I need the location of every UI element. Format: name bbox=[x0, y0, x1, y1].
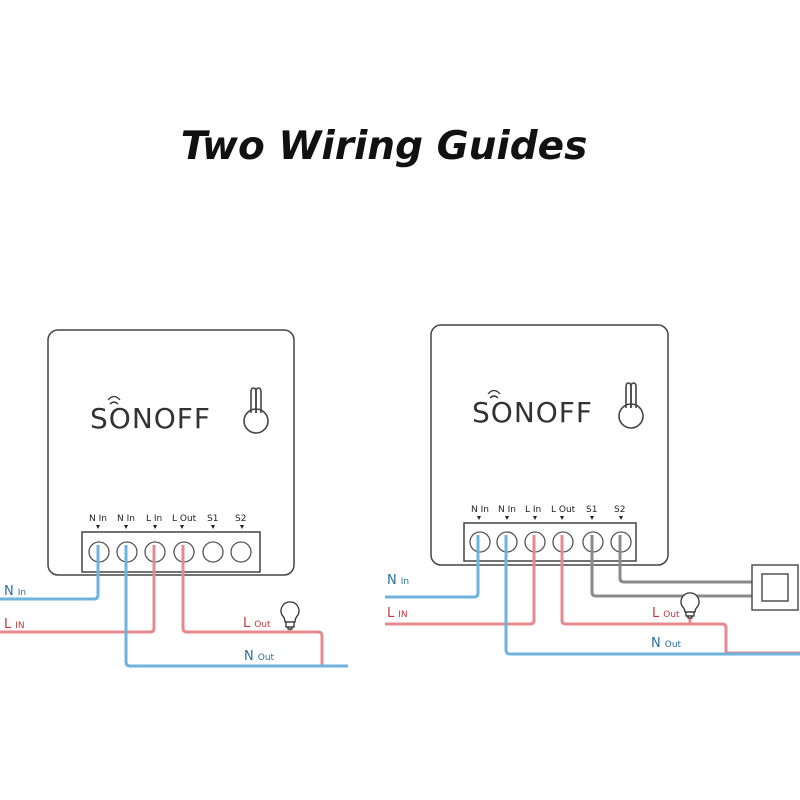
guide-left: SONOFF N In N In L In L Out S1 S2 bbox=[0, 329, 348, 668]
terminal-screws-left bbox=[88, 541, 252, 563]
terminal-label: N In bbox=[117, 514, 135, 524]
terminal-block-right bbox=[463, 522, 637, 562]
brand-logo-left: SONOFF bbox=[90, 402, 211, 435]
wifi-icon bbox=[487, 389, 501, 399]
bulb-icon bbox=[680, 592, 700, 619]
guide-right: SONOFF N In N In L In L Out S1 S2 bbox=[385, 324, 800, 656]
terminal-labels-right: N In N In L In L Out S1 S2 bbox=[471, 505, 625, 520]
wire-l-in-right bbox=[385, 535, 536, 626]
wire-n-out-left bbox=[124, 545, 348, 668]
terminal-label: L In bbox=[525, 505, 541, 515]
terminal-block-left bbox=[81, 531, 261, 573]
terminal-label: N In bbox=[471, 505, 489, 515]
wire-s1 bbox=[590, 535, 752, 598]
terminal-label: N In bbox=[498, 505, 516, 515]
wire-l-out-left bbox=[181, 545, 348, 668]
terminal-label: L In bbox=[146, 514, 162, 524]
wire-l-in-left bbox=[0, 545, 156, 634]
device-body-left bbox=[47, 329, 295, 576]
bulb-icon bbox=[280, 601, 300, 630]
antenna-icon bbox=[618, 382, 644, 429]
terminal-label: S2 bbox=[614, 505, 625, 515]
wire-l-out-right bbox=[560, 535, 800, 655]
terminal-label: S2 bbox=[235, 514, 246, 524]
terminal-label: L Out bbox=[172, 514, 197, 524]
terminal-labels-left: N In N In L In L Out S1 S2 bbox=[89, 514, 246, 529]
brand-logo-right: SONOFF bbox=[472, 396, 593, 429]
diagram-title: Two Wiring Guides bbox=[180, 124, 588, 169]
terminal-label: S1 bbox=[207, 514, 218, 524]
antenna-icon bbox=[243, 387, 269, 434]
wifi-icon bbox=[107, 395, 121, 405]
device-body-right bbox=[430, 324, 669, 566]
wire-n-out-right bbox=[504, 535, 800, 656]
wall-switch-icon bbox=[751, 564, 799, 611]
wire-n-in-left bbox=[0, 545, 100, 601]
wire-s2 bbox=[618, 535, 752, 584]
wire-n-in-right bbox=[385, 535, 480, 599]
terminal-label: L Out bbox=[551, 505, 576, 515]
terminal-label: N In bbox=[89, 514, 107, 524]
terminal-label: S1 bbox=[586, 505, 597, 515]
